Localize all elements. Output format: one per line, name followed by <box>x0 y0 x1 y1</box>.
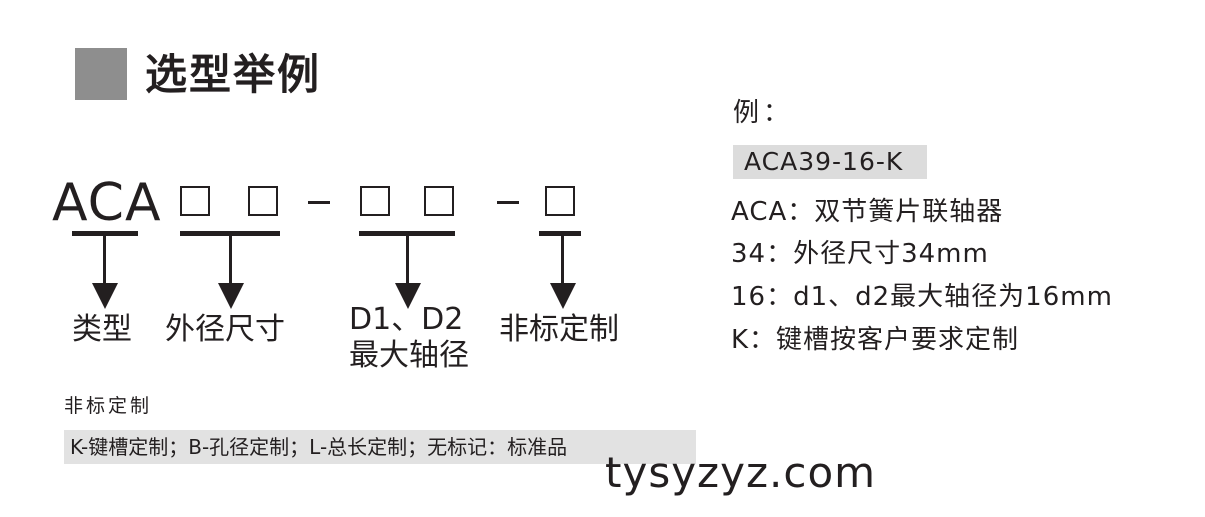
example-line: K：键槽按客户要求定制 <box>731 325 1020 355</box>
field-bar-outer-diameter <box>180 231 280 236</box>
arrow-stem <box>103 234 106 288</box>
code-slot <box>180 186 210 216</box>
code-separator <box>497 201 519 204</box>
custom-codes-highlight <box>64 430 696 464</box>
arrow-stem <box>406 234 409 288</box>
field-label-outer-diameter: 外径尺寸 <box>165 312 285 347</box>
model-prefix: ACA <box>52 173 162 233</box>
arrow-down-icon <box>92 283 118 309</box>
custom-codes-title: 非标定制 <box>64 395 153 417</box>
code-slot <box>424 186 454 216</box>
example-line: ACA：双节簧片联轴器 <box>731 197 1004 227</box>
field-bar-custom <box>539 231 581 236</box>
example-line: 34：外径尺寸34mm <box>731 239 989 269</box>
field-label-type: 类型 <box>72 312 132 347</box>
field-label-shaft-diameter-line1: D1、D2 <box>349 302 464 337</box>
section-marker <box>75 48 127 100</box>
custom-codes-text: K-键槽定制；B-孔径定制；L-总长定制；无标记：标准品 <box>70 435 568 459</box>
arrow-down-icon <box>395 283 421 309</box>
code-separator <box>308 201 330 204</box>
section-title: 选型举例 <box>145 50 322 99</box>
example-code: ACA39-16-K <box>744 147 904 176</box>
watermark-text: tysyzyz.com <box>605 448 877 497</box>
code-slot <box>360 186 390 216</box>
arrow-down-icon <box>550 283 576 309</box>
field-bar-shaft-diameter <box>359 231 455 236</box>
code-slot <box>545 186 575 216</box>
arrow-down-icon <box>218 283 244 309</box>
field-label-custom: 非标定制 <box>499 312 619 347</box>
field-bar-type <box>72 231 138 236</box>
example-title: 例： <box>733 98 794 128</box>
code-slot <box>248 186 278 216</box>
field-label-shaft-diameter-line2: 最大轴径 <box>349 338 469 373</box>
example-line: 16：d1、d2最大轴径为16mm <box>731 282 1113 312</box>
arrow-stem <box>229 234 232 288</box>
example-code-highlight <box>733 145 927 179</box>
arrow-stem <box>561 234 564 288</box>
